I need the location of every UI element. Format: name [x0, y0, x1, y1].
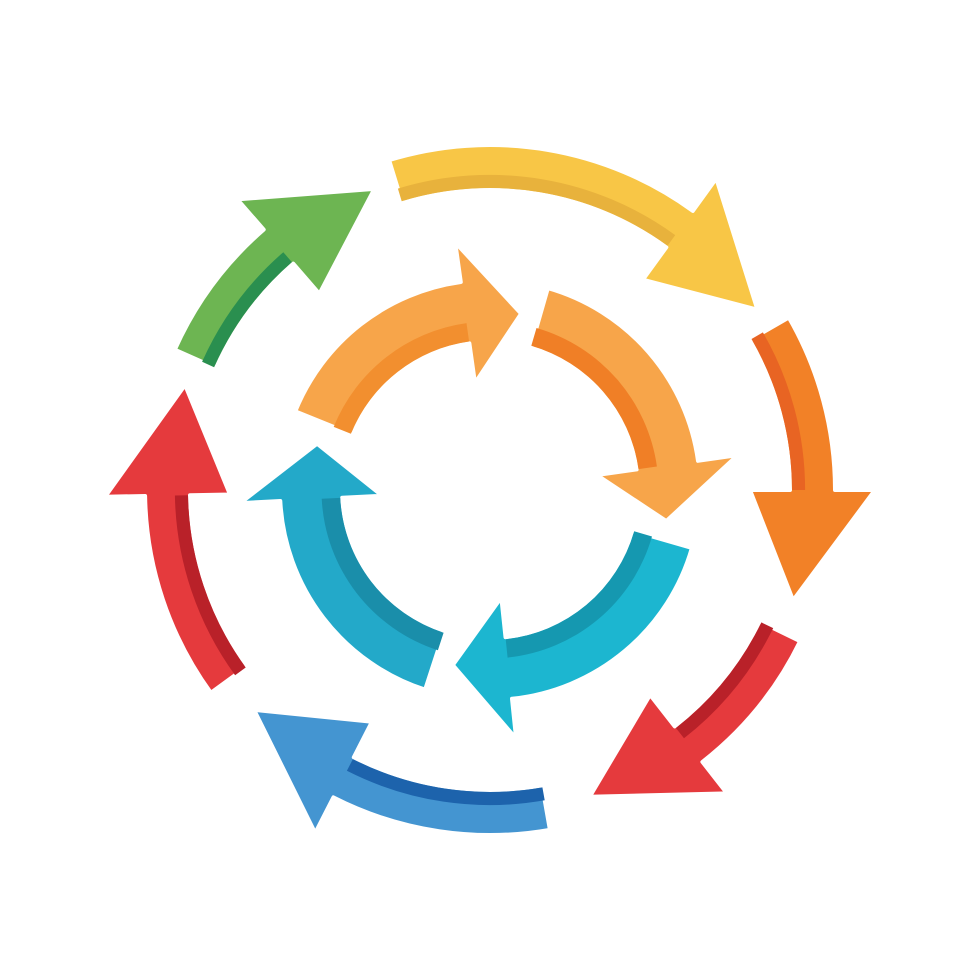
outer-arrow-shade: [174, 495, 246, 676]
outer-arrow-shade: [675, 622, 774, 739]
outer-arrow-green: [172, 186, 377, 370]
inner-arrow-orange-right: [528, 286, 740, 524]
inner-arrow-teal-bottom: [450, 528, 694, 741]
outer-arrow-shade: [397, 174, 676, 246]
outer-arrow-shade: [751, 332, 806, 490]
outer-ring: [103, 143, 877, 838]
inner-arrow-shade: [321, 497, 444, 651]
outer-arrow-shade: [202, 252, 292, 368]
outer-arrow-blue: [252, 707, 552, 838]
inner-arrow-shade: [333, 323, 470, 434]
inner-arrow-teal-left: [238, 441, 447, 692]
outer-arrow-orange: [747, 315, 877, 603]
outer-arrow-yellow: [387, 143, 760, 312]
inner-arrow-orange-top: [293, 240, 524, 437]
inner-arrow-body: [293, 240, 524, 437]
inner-arrow-shade: [505, 531, 652, 658]
outer-arrow-shade: [346, 759, 545, 806]
outer-arrow-red-right: [587, 619, 803, 799]
inner-ring: [238, 240, 740, 741]
inner-arrow-shade: [531, 328, 657, 470]
outer-arrow-red-left: [103, 383, 250, 695]
